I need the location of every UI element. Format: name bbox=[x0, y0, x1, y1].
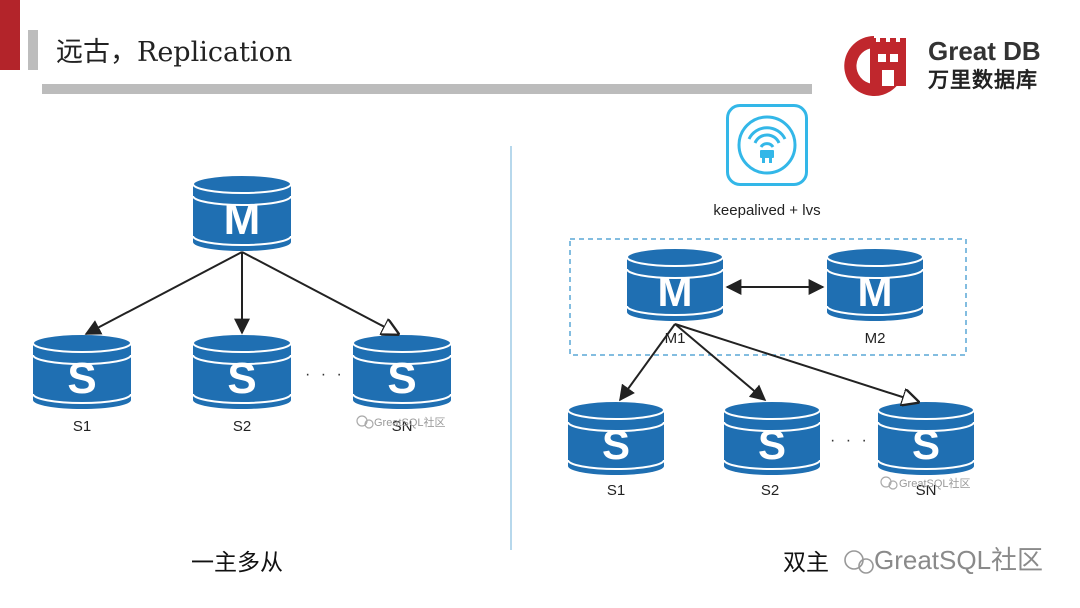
right-slave-s2-db-icon bbox=[723, 400, 821, 475]
right-arrow-m1-sn bbox=[674, 323, 918, 402]
title-underline-bar bbox=[42, 84, 812, 94]
right-watermark-wechat-icon bbox=[880, 476, 898, 490]
right-master-m2-label: M2 bbox=[864, 330, 886, 347]
title-accent-gray-bar bbox=[28, 30, 38, 70]
left-slave-s1-glyph: S bbox=[67, 354, 96, 403]
left-slave-sn-db-icon bbox=[352, 333, 452, 409]
left-slave-sn-label: SN bbox=[391, 418, 413, 435]
right-slave-sn-glyph: S bbox=[912, 421, 940, 468]
right-caption: 双主 bbox=[783, 550, 829, 576]
right-ellipsis: · · · bbox=[830, 432, 870, 449]
left-arrow-m-s1 bbox=[84, 251, 243, 335]
left-slave-sn-glyph: S bbox=[387, 354, 416, 403]
right-master-m1-db-icon bbox=[626, 247, 724, 321]
right-slave-s1-glyph: S bbox=[602, 421, 630, 468]
right-slave-s1-label: S1 bbox=[606, 482, 626, 499]
right-master-m2-db-icon bbox=[826, 247, 924, 321]
section-divider bbox=[510, 146, 512, 550]
slide-title: 远古，Replication bbox=[56, 37, 293, 68]
right-slave-s1-db-icon bbox=[567, 400, 665, 475]
left-slave-s1-label: S1 bbox=[72, 418, 92, 435]
keepalived-lvs-icon bbox=[737, 115, 797, 175]
left-watermark-wechat-icon bbox=[356, 415, 374, 429]
keepalived-lvs-label: keepalived + lvs bbox=[713, 202, 821, 219]
left-watermark-text: GreatSQL社区 bbox=[374, 417, 446, 429]
right-slave-s2-label: S2 bbox=[760, 482, 780, 499]
left-slave-s2-label: S2 bbox=[232, 418, 252, 435]
left-arrow-m-sn bbox=[241, 251, 398, 334]
right-master-m1-label: M1 bbox=[664, 330, 686, 347]
left-slave-s2-glyph: S bbox=[227, 354, 256, 403]
left-slave-s1-db-icon bbox=[32, 333, 132, 409]
left-caption: 一主多从 bbox=[191, 550, 283, 576]
left-master-db-icon bbox=[192, 174, 292, 251]
right-master-m1-glyph: M bbox=[658, 268, 693, 315]
logo-brand-cn: 万里数据库 bbox=[928, 68, 1038, 92]
master-group-dashed-box bbox=[569, 238, 967, 356]
right-watermark-text: GreatSQL社区 bbox=[899, 478, 971, 490]
left-ellipsis: · · · bbox=[305, 366, 345, 383]
logo-brand-en: Great DB bbox=[928, 36, 1041, 66]
right-slave-s2-glyph: S bbox=[758, 421, 786, 468]
left-master-glyph: M bbox=[224, 195, 261, 244]
right-arrow-m1-s1 bbox=[619, 323, 676, 402]
greatdb-logo-icon bbox=[844, 36, 906, 96]
right-slave-sn-label: SN bbox=[915, 482, 937, 499]
page-watermark-wechat-icon bbox=[844, 550, 874, 574]
right-arrow-m1-s2 bbox=[674, 323, 767, 402]
page-watermark-text: GreatSQL社区 bbox=[874, 545, 1044, 575]
right-master-m2-glyph: M bbox=[858, 268, 893, 315]
title-accent-red-bar bbox=[0, 0, 20, 70]
